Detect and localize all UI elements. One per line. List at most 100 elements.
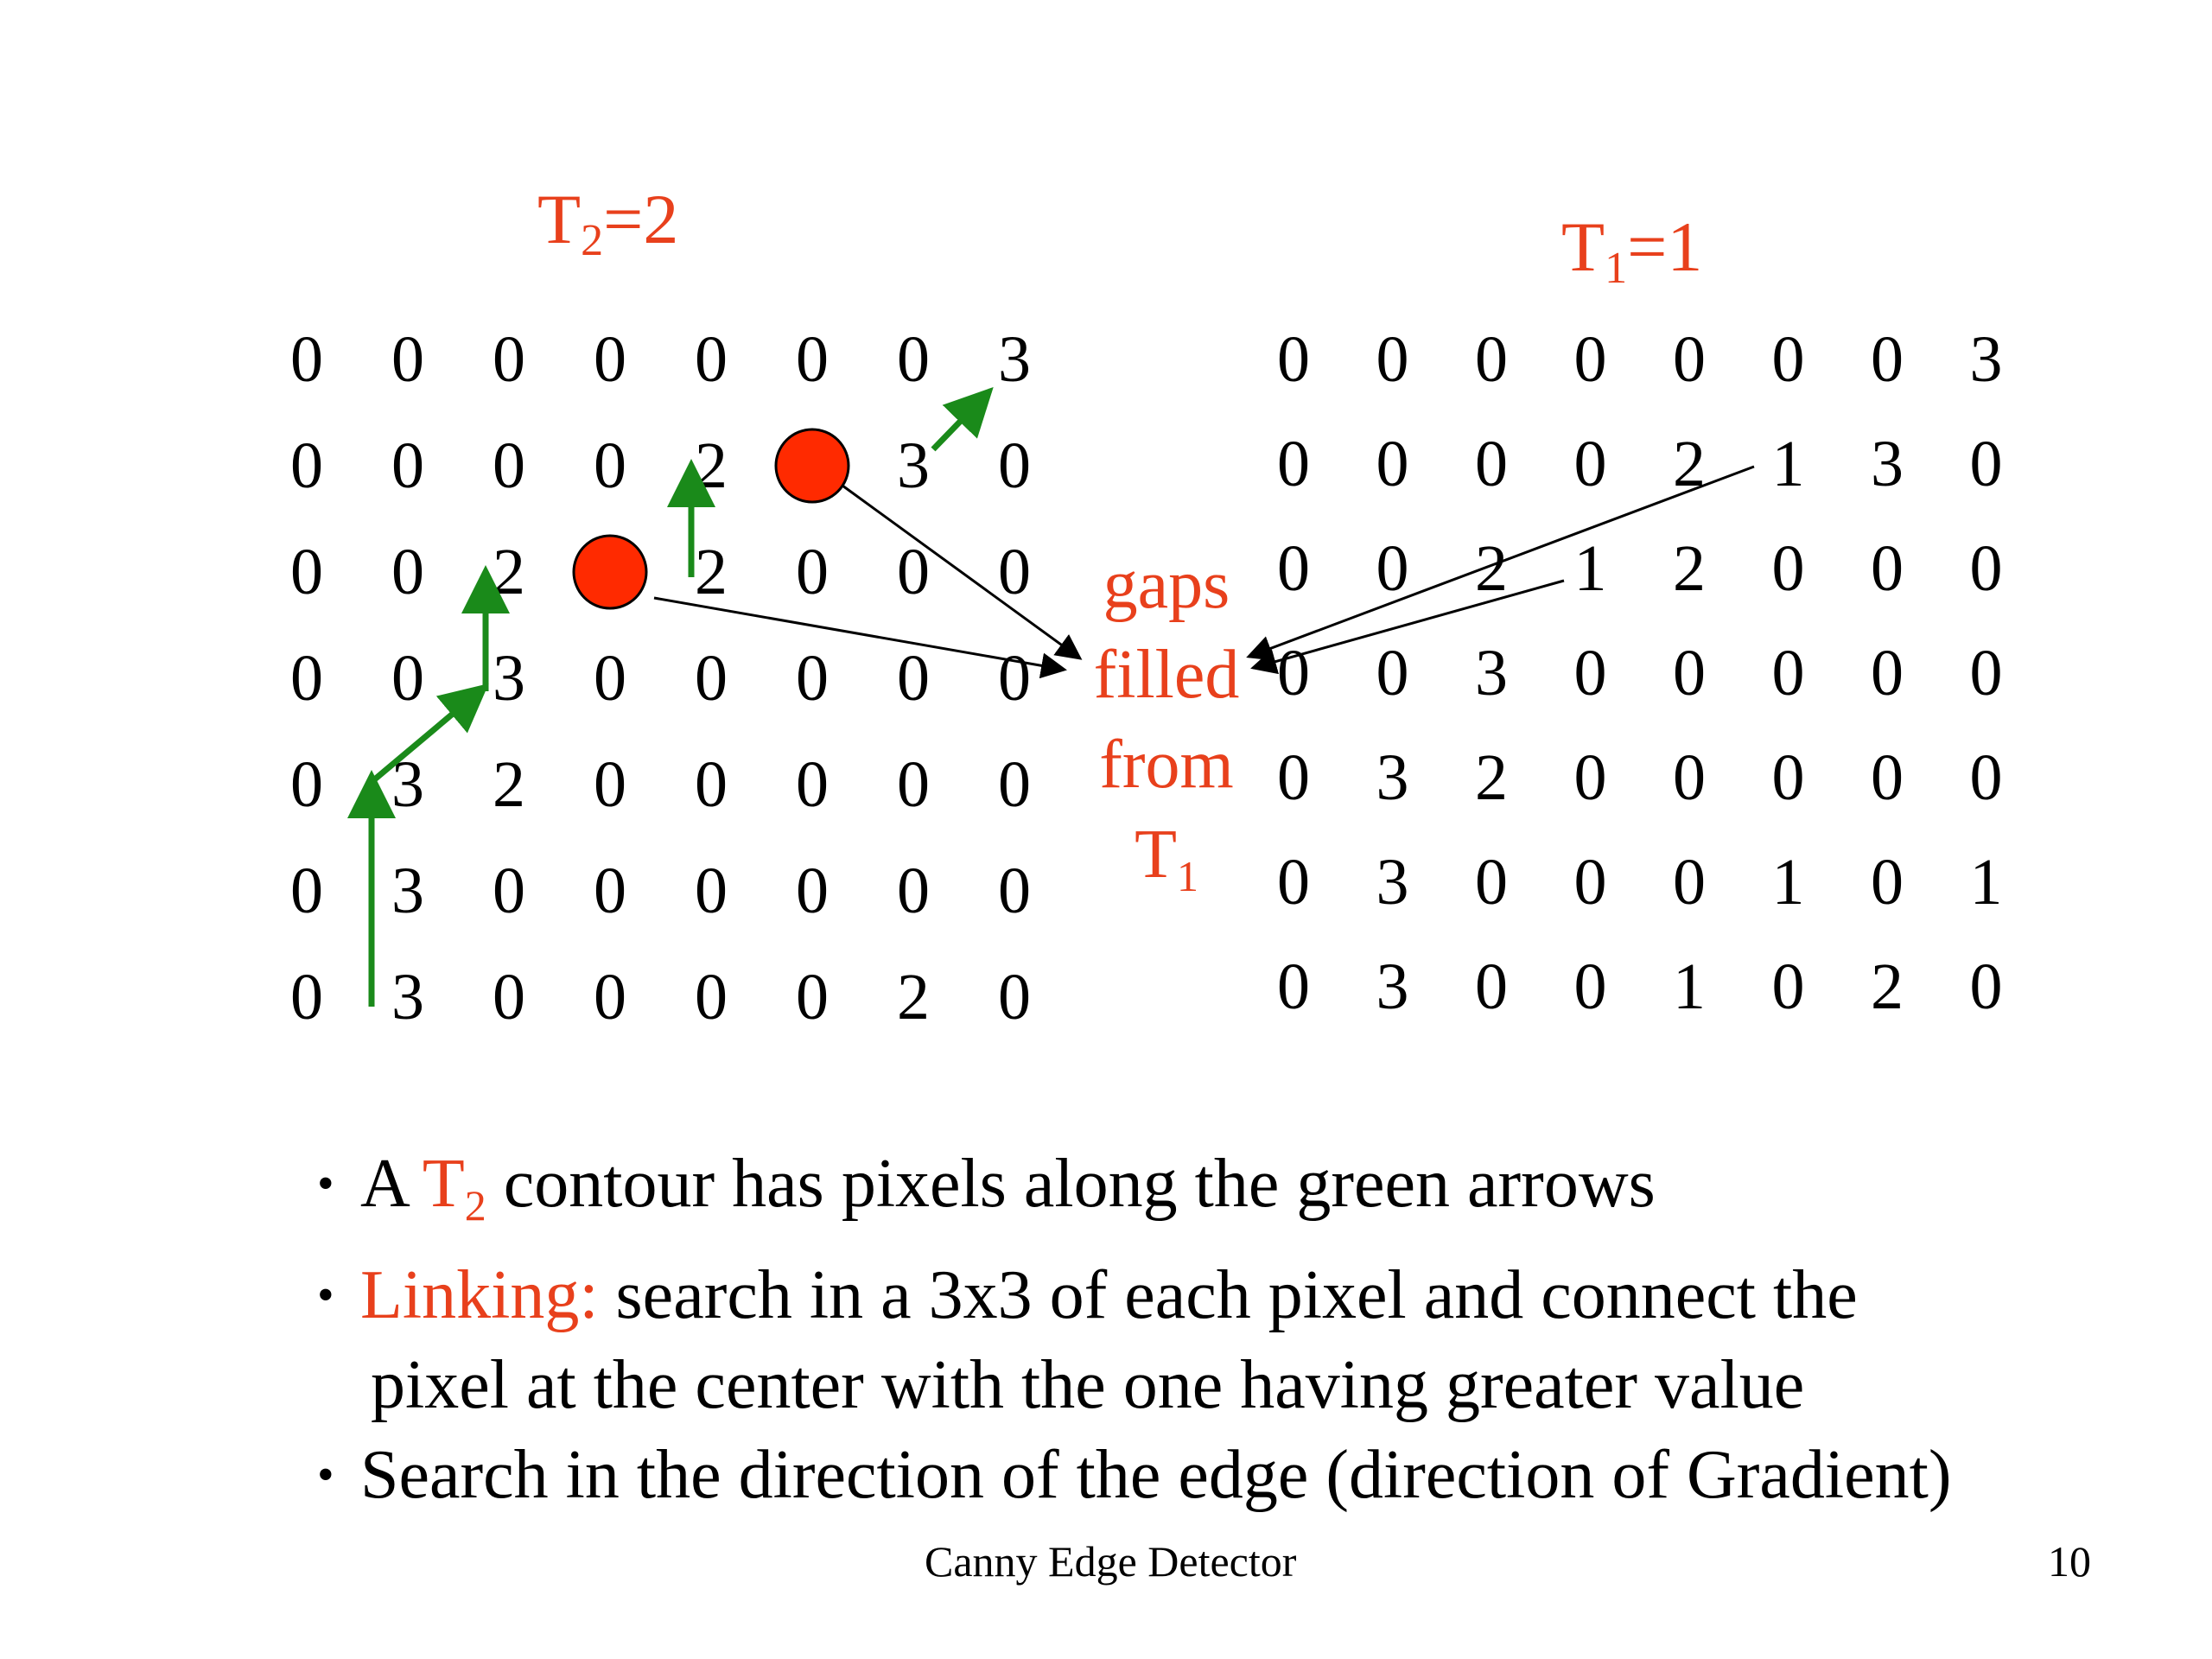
t2-matrix-cell: 0 (695, 323, 728, 396)
t1-matrix-cell: 0 (1771, 741, 1805, 814)
t2-matrix-cell: 0 (594, 429, 626, 502)
t2-matrix-cell: 2 (493, 748, 525, 821)
annotation-line-from: from (1099, 727, 1234, 803)
annotation-line-t1: T1 (1135, 817, 1198, 900)
t1-matrix-cell: 0 (1673, 637, 1706, 709)
t2-matrix-cell: 0 (290, 323, 323, 396)
t1-matrix-cell: 0 (1475, 950, 1508, 1023)
t1-matrix-cell: 2 (1475, 741, 1508, 814)
bullet-t2-contour: •A T2 contour has pixels along the green… (317, 1146, 1656, 1230)
t2-matrix-cell: 0 (493, 323, 525, 396)
t2-matrix-cell: 0 (594, 748, 626, 821)
t1-matrix-cell: 0 (1871, 637, 1904, 709)
t2-matrix-cell: 0 (594, 642, 626, 715)
t2-matrix-cell: 0 (695, 748, 728, 821)
gaps-filled-annotation: gaps filled from T1 (1054, 540, 1279, 921)
t1-matrix-cell: 3 (1376, 950, 1409, 1023)
pointer-to-t1-upper (1246, 465, 1755, 661)
t2-matrix-cell: 0 (290, 748, 323, 821)
t1-matrix-cell: 1 (1673, 950, 1706, 1023)
t2-matrix-cell: 0 (695, 855, 728, 927)
t1-matrix-cell: 0 (1969, 741, 2003, 814)
t1-matrix-cell: 1 (1771, 846, 1805, 918)
t1-matrix-cell: 2 (1871, 950, 1904, 1023)
t1-matrix-cell: 0 (1771, 950, 1805, 1023)
t1-matrix-cell: 0 (1969, 428, 2003, 500)
t2-matrix-cell: 0 (796, 961, 829, 1033)
t2-matrix-cell: 0 (998, 748, 1031, 821)
t1-matrix-cell: 0 (1871, 323, 1904, 396)
t2-matrix-cell: 0 (493, 961, 525, 1033)
t1-matrix-cell: 3 (1376, 741, 1409, 814)
t1-matrix-cell: 0 (1969, 532, 2003, 605)
t1-matrix-cell: 0 (1475, 323, 1508, 396)
bullet-linking-continuation: pixel at the center with the one having … (371, 1347, 1805, 1423)
t1-matrix-cell: 3 (1969, 323, 2003, 396)
t1-matrix-cell: 0 (1376, 532, 1409, 605)
pointer-to-t1-lower (1250, 579, 1565, 675)
t1-threshold-label: T1=1 (1561, 207, 1703, 293)
t2-matrix-cell: 0 (493, 429, 525, 502)
t2-matrix-cell: 0 (796, 855, 829, 927)
t2-matrix-cell: 0 (391, 323, 424, 396)
t1-matrix-cell: 1 (1771, 428, 1805, 500)
bullet-linking: •Linking: search in a 3x3 of each pixel … (317, 1250, 2175, 1430)
green-contour-arrows (347, 386, 994, 1007)
t2-matrix-cell: 0 (290, 429, 323, 502)
t1-matrix-cell: 2 (1673, 532, 1706, 605)
t2-matrix-cell: 0 (796, 642, 829, 715)
t1-matrix-cell: 0 (1969, 637, 2003, 709)
t2-matrix-cell: 2 (695, 536, 728, 608)
t1-matrix-cell: 0 (1376, 428, 1409, 500)
t1-matrix-cell: 0 (1573, 846, 1607, 918)
t1-matrix-cell: 0 (1277, 950, 1310, 1023)
t2-matrix-cell: 0 (290, 536, 323, 608)
t1-matrix-cell: 0 (1969, 950, 2003, 1023)
annotation-line-filled: filled (1093, 637, 1240, 713)
t1-matrix-cell: 0 (1573, 637, 1607, 709)
t2-matrix-cell: 0 (391, 642, 424, 715)
t1-matrix-cell: 0 (1277, 637, 1310, 709)
t1-matrix-cell: 0 (1376, 637, 1409, 709)
t2-matrix-cell: 0 (998, 961, 1031, 1033)
t2-matrix-cell: 0 (290, 855, 323, 927)
t2-matrix-cell: 0 (391, 429, 424, 502)
t2-matrix-cell: 0 (998, 642, 1031, 715)
t1-matrix-cell: 0 (1475, 846, 1508, 918)
page-number: 10 (2048, 1537, 2091, 1586)
bullet-list: •A T2 contour has pixels along the green… (317, 1139, 2175, 1520)
t1-matrix-cell: 0 (1871, 741, 1904, 814)
t2-matrix-cell: 0 (695, 642, 728, 715)
t2-matrix-cell: 0 (695, 961, 728, 1033)
t1-matrix-cell: 3 (1475, 637, 1508, 709)
t2-matrix-cell: 3 (493, 642, 525, 715)
t2-matrix-cell: 0 (897, 855, 930, 927)
t2-matrix-cell: 0 (998, 855, 1031, 927)
t1-matrix-cell: 0 (1771, 532, 1805, 605)
gap-pointer-arrows (653, 465, 1755, 679)
t1-matrix-cell: 0 (1573, 741, 1607, 814)
t1-matrix-cell: 1 (1969, 846, 2003, 918)
t1-matrix-cell: 0 (1771, 323, 1805, 396)
pointer-from-lower-gap (653, 596, 1067, 679)
t1-matrix-cell: 0 (1277, 323, 1310, 396)
t2-matrix-cell: 0 (594, 961, 626, 1033)
t2-matrix-cell: 3 (391, 961, 424, 1033)
t1-matrix-cell: 0 (1673, 323, 1706, 396)
t2-matrix-cell: 2 (897, 961, 930, 1033)
footer-title: Canny Edge Detector (925, 1537, 1297, 1586)
pointer-from-upper-gap (842, 484, 1083, 660)
t1-matrix-cell: 0 (1871, 846, 1904, 918)
t1-matrix-cell: 0 (1277, 428, 1310, 500)
t2-threshold-label: T2=2 (537, 180, 679, 265)
t1-matrix-cell: 0 (1475, 428, 1508, 500)
t2-matrix-cell: 0 (290, 961, 323, 1033)
t2-matrix-cell: 0 (897, 642, 930, 715)
t2-matrix-cell: 0 (998, 536, 1031, 608)
t1-matrix-cell: 0 (1376, 323, 1409, 396)
t2-matrix-cell: 0 (897, 323, 930, 396)
t1-matrix-cell: 0 (1673, 846, 1706, 918)
t1-matrix-cell: 0 (1573, 428, 1607, 500)
